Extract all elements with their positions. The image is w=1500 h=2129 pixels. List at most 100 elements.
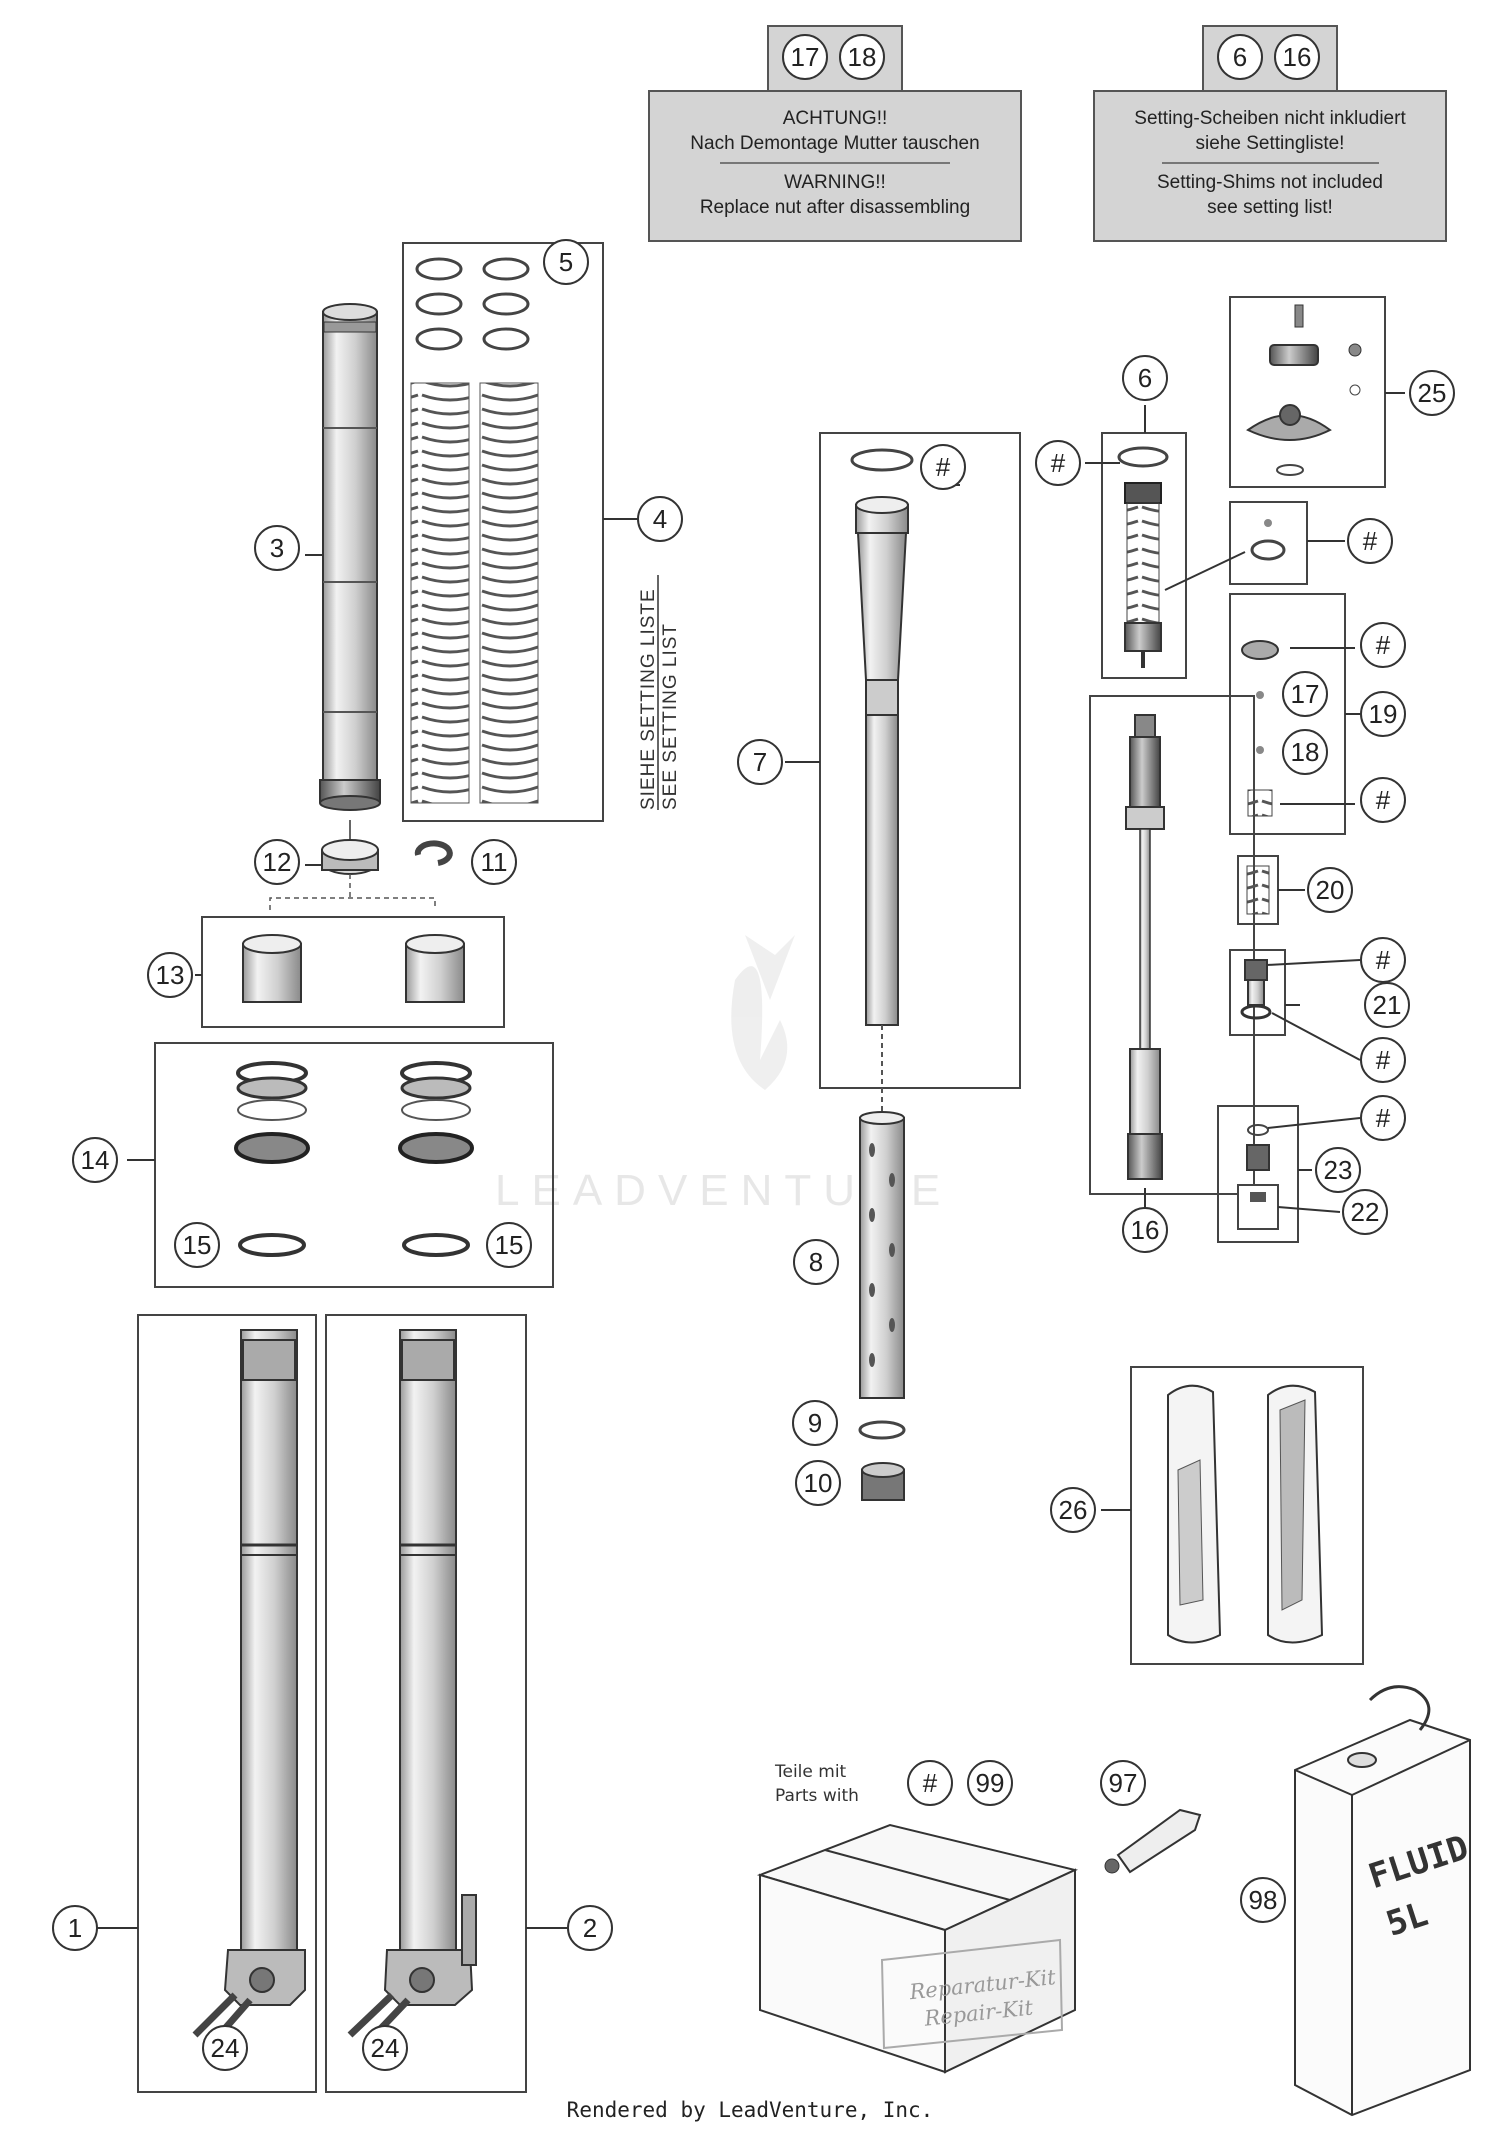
callout-circle <box>1360 937 1406 983</box>
callout-c23: 23 <box>1315 1147 1361 1193</box>
callout-label: 2 <box>583 1913 597 1943</box>
fork-guard-box <box>1130 1366 1364 1665</box>
reference-circle <box>1217 34 1263 80</box>
callout-c3: 3 <box>254 525 300 571</box>
callout-label: 17 <box>1291 679 1320 709</box>
outer-tube-right <box>347 1329 477 2043</box>
callout-circle <box>1409 370 1455 416</box>
shims-de-line1: Setting-Scheiben nicht inkludiert <box>1134 108 1406 129</box>
perforated-tube <box>859 1111 905 1399</box>
callout-label: 26 <box>1059 1495 1088 1525</box>
callout-circle <box>1360 691 1406 737</box>
callout-label: 8 <box>809 1247 823 1277</box>
parts-with-en: Parts with <box>775 1786 859 1806</box>
callout-circle <box>795 1460 841 1506</box>
callout-c15b: 15 <box>486 1222 532 1268</box>
reference-label: 6 <box>1233 42 1247 72</box>
callout-circle <box>471 839 517 885</box>
callout-c2: 2 <box>567 1905 613 1951</box>
callout-label: 12 <box>263 847 292 877</box>
callout-circle <box>1342 1189 1388 1235</box>
warning-de-text: Nach Demontage Mutter tauschen <box>690 133 980 154</box>
callout-c7: 7 <box>737 739 783 785</box>
cartridge-tube <box>850 448 914 1115</box>
callout-label: 9 <box>808 1408 822 1438</box>
repair-kit-box: Reparatur-Kit Repair-Kit <box>756 1823 1079 2074</box>
outer-tube-left-box <box>137 1314 317 2093</box>
clamp-parts <box>1246 304 1362 476</box>
bleed-parts <box>1237 1124 1279 1230</box>
callout-c26: 26 <box>1050 1487 1096 1533</box>
callout-label: # <box>1376 630 1391 660</box>
callout-label: 97 <box>1109 1768 1138 1798</box>
callout-label: # <box>1051 448 1066 478</box>
callout-label: # <box>1376 1103 1391 1133</box>
callout-circle <box>1282 671 1328 717</box>
warning-divider <box>720 162 950 164</box>
springs-box <box>402 242 604 822</box>
reference-marker: 17 <box>782 34 828 80</box>
callout-circle <box>792 1400 838 1446</box>
callout-label: 19 <box>1369 699 1398 729</box>
spacer-rings <box>415 257 530 351</box>
callout-circle <box>202 2025 248 2071</box>
callout-label: 1 <box>68 1913 82 1943</box>
callout-c8: 8 <box>793 1239 839 1285</box>
callout-label: 98 <box>1249 1885 1278 1915</box>
callout-h6: # <box>1360 937 1406 983</box>
callout-circle <box>737 739 783 785</box>
seals-box <box>154 1042 554 1288</box>
callout-label: 4 <box>653 504 667 534</box>
callout-circle <box>1100 1760 1146 1806</box>
callout-circle <box>1307 867 1353 913</box>
shims-de-line2: siehe Settingliste! <box>1195 133 1345 154</box>
callout-circle <box>1347 518 1393 564</box>
callout-c17: 17 <box>1282 671 1328 717</box>
small-o-rings <box>1250 519 1286 561</box>
callout-circle <box>1364 982 1410 1028</box>
warning-note: ACHTUNG!! Nach Demontage Mutter tauschen… <box>648 90 1022 242</box>
callout-circle <box>907 1760 953 1806</box>
callout-label: # <box>1376 785 1391 815</box>
callout-label: 11 <box>481 847 508 877</box>
callout-circle <box>254 525 300 571</box>
bleed-box <box>1217 1105 1299 1243</box>
reference-marker: 6 <box>1217 34 1263 80</box>
callout-c11: 11 <box>471 839 517 885</box>
callout-c18: 18 <box>1282 729 1328 775</box>
callout-label: 14 <box>81 1145 110 1175</box>
inner-tube <box>319 303 381 811</box>
callout-label: 15 <box>183 1230 212 1260</box>
damper-rod-box <box>1089 695 1255 1195</box>
piston-assembly <box>1240 959 1272 1020</box>
callout-circle <box>1035 440 1081 486</box>
callout-label: 24 <box>371 2033 400 2063</box>
reference-marker: 16 <box>1274 34 1320 80</box>
callout-c9: 9 <box>792 1400 838 1446</box>
callout-circle <box>1240 1877 1286 1923</box>
callout-circle <box>1315 1147 1361 1193</box>
setting-list-de: SIEHE SETTING LISTE <box>638 588 659 810</box>
callout-c19: 19 <box>1360 691 1406 737</box>
fork-springs <box>410 382 539 804</box>
callout-label: 13 <box>156 960 185 990</box>
reference-label: 18 <box>848 42 877 72</box>
shims-divider <box>1161 162 1379 164</box>
callout-h9: # <box>907 1760 953 1806</box>
callout-label: 10 <box>804 1468 833 1498</box>
parts-with-label: Teile mit Parts with <box>775 1760 859 1808</box>
callout-label: 23 <box>1324 1155 1353 1185</box>
fluid-can: FLUID 5L <box>1294 1685 1474 2117</box>
outer-tube-left <box>192 1329 306 2043</box>
o-ring-and-nut <box>858 1420 906 1501</box>
callout-c1: 1 <box>52 1905 98 1951</box>
callout-label: 6 <box>1138 363 1152 393</box>
callout-circle <box>637 496 683 542</box>
callout-label: 3 <box>270 533 284 563</box>
reference-circle <box>967 1760 1013 1806</box>
callout-h5: # <box>1360 777 1406 823</box>
callout-circle <box>1122 355 1168 401</box>
callout-label: 25 <box>1418 378 1447 408</box>
